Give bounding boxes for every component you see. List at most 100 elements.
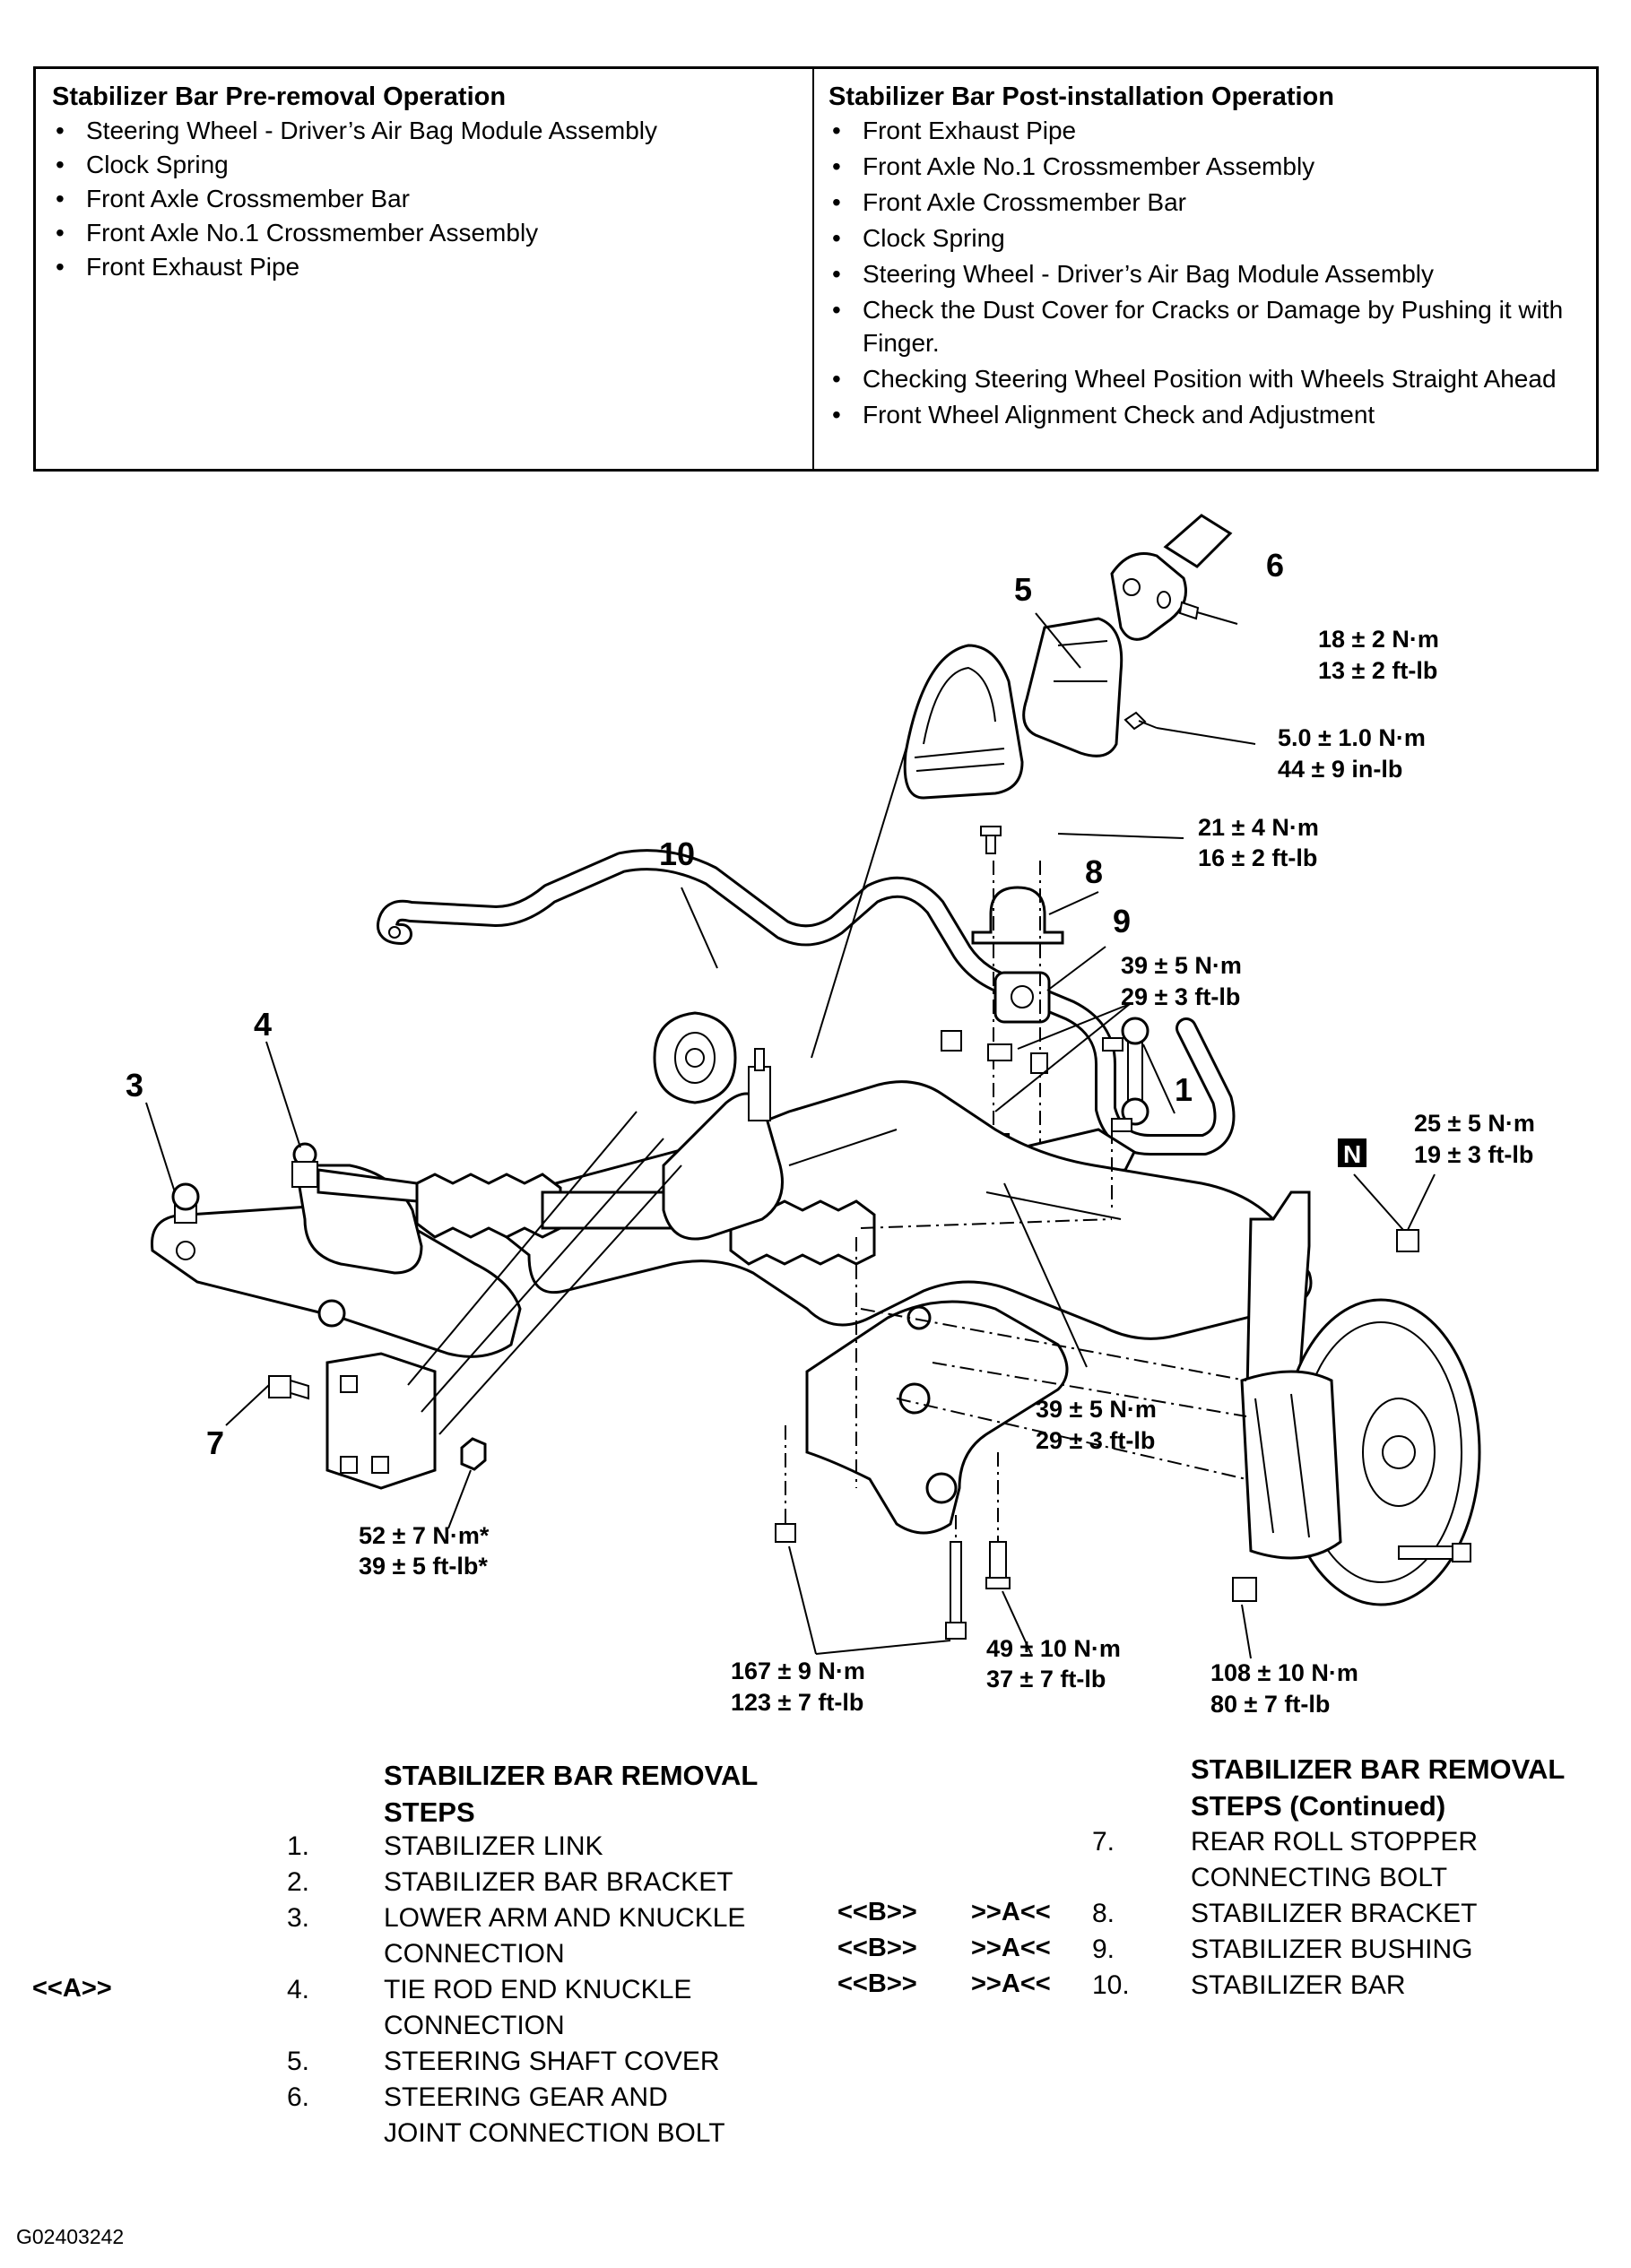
torque-1-nm: 39 ± 5 N·m <box>1036 1396 1157 1423</box>
bolt <box>987 1043 1012 1061</box>
callout-9: 9 <box>1113 903 1131 939</box>
list-item: Clock Spring <box>829 221 1580 255</box>
step-number: 2. <box>287 1867 310 1897</box>
steps-continued-heading-line1: STABILIZER BAR REMOVAL <box>1191 1753 1566 1785</box>
roll-stopper-bracket <box>268 1111 682 1490</box>
reference-install-a: >>A<< <box>971 1969 1051 1998</box>
callout-8: 8 <box>1085 853 1103 890</box>
torque-7-ftlb: 39 ± 5 ft-lb* <box>359 1553 488 1580</box>
reference-b: <<B>> <box>837 1934 917 1962</box>
post-installation-title: Stabilizer Bar Post-installation Operati… <box>829 82 1334 111</box>
non-reusable-mark <box>1338 1138 1366 1167</box>
step-label: STEERING SHAFT COVER <box>384 2047 720 2076</box>
torque-n-nm: 25 ± 5 N·m <box>1414 1110 1535 1137</box>
step-number: 4. <box>287 1975 310 2004</box>
callout-7: 7 <box>206 1424 224 1461</box>
steering-gear-rack <box>415 1048 876 1266</box>
step-number: 8. <box>1092 1899 1115 1928</box>
reference-a: <<A>> <box>32 1974 112 2003</box>
step-number: 10. <box>1092 1970 1130 2000</box>
figure-id: G02403242 <box>16 2225 125 2248</box>
list-item: Front Exhaust Pipe <box>829 114 1580 147</box>
step-label: CONNECTION <box>384 1939 565 1969</box>
reference-install-a: >>A<< <box>971 1898 1051 1926</box>
callout-5: 5 <box>1014 571 1032 608</box>
torque-9-nm: 39 ± 5 N·m <box>1121 952 1242 979</box>
torque-6-ftlb: 13 ± 2 ft-lb <box>1318 657 1437 684</box>
stabilizer-bar <box>377 849 1236 1156</box>
step-label: STABILIZER LINK <box>384 1831 603 1861</box>
steps-heading-line1: STABILIZER BAR REMOVAL <box>384 1760 759 1791</box>
step-label: LOWER ARM AND KNUCKLE <box>384 1903 746 1933</box>
step-label: STEERING GEAR AND <box>384 2082 668 2112</box>
step-label: STABILIZER BRACKET <box>1191 1899 1478 1928</box>
step-label: TIE ROD END KNUCKLE <box>384 1975 692 2004</box>
steps-heading: STABILIZER BAR REMOVAL STEPS <box>384 1757 758 1831</box>
step-label: CONNECTING BOLT <box>1191 1863 1448 1892</box>
stabilizer-bracket <box>971 826 1064 945</box>
torque-7-nm: 52 ± 7 N·m* <box>359 1522 490 1549</box>
nut <box>941 1030 962 1052</box>
steps-continued-heading-line2: STEPS (Continued) <box>1191 1790 1446 1822</box>
torque-9-ftlb: 29 ± 3 ft-lb <box>1121 983 1240 1010</box>
reference-install-a: >>A<< <box>971 1934 1051 1962</box>
torque-n-ftlb: 19 ± 3 ft-lb <box>1414 1141 1533 1168</box>
list-item: Checking Steering Wheel Position with Wh… <box>829 362 1580 395</box>
step-number: 6. <box>287 2082 310 2112</box>
stabilizer-bushing <box>993 971 1051 1024</box>
bolt-6 <box>1157 591 1238 625</box>
list-item: Steering Wheel - Driver’s Air Bag Module… <box>829 257 1580 290</box>
non-reusable-label: N <box>1343 1140 1361 1168</box>
callout-10: 10 <box>659 835 695 872</box>
torque-6-nm: 18 ± 2 N·m <box>1318 626 1439 653</box>
list-item: Front Axle Crossmember Bar <box>52 182 796 215</box>
list-item: Front Exhaust Pipe <box>52 250 796 283</box>
list-item: Front Axle Crossmember Bar <box>829 186 1580 219</box>
torque-knuckle-nm: 108 ± 10 N·m <box>1210 1659 1358 1686</box>
list-item: Clock Spring <box>52 148 796 181</box>
step-label: STABILIZER BAR BRACKET <box>384 1867 733 1897</box>
steps-heading-line2: STEPS <box>384 1796 475 1828</box>
step-number: 7. <box>1092 1827 1115 1857</box>
knuckle-brake-assembly <box>1232 1190 1481 1606</box>
callout-4: 4 <box>254 1006 272 1043</box>
operations-table: Stabilizer Bar Pre-removal Operation Ste… <box>33 66 1599 472</box>
step-label: REAR ROLL STOPPER <box>1191 1827 1479 1857</box>
step-number: 3. <box>287 1903 310 1933</box>
lower-arm-right <box>805 1300 1069 1535</box>
step-label: STABILIZER BAR <box>1191 1970 1406 2000</box>
pre-removal-column: Stabilizer Bar Pre-removal Operation Ste… <box>36 69 814 469</box>
torque-5-inlb: 44 ± 9 in-lb <box>1278 756 1402 783</box>
pre-removal-title: Stabilizer Bar Pre-removal Operation <box>52 82 507 111</box>
step-number: 5. <box>287 2047 310 2076</box>
torque-knuckle-ftlb: 80 ± 7 ft-lb <box>1210 1691 1330 1718</box>
bolt-5 <box>1123 711 1158 731</box>
torque-8-nm: 21 ± 4 N·m <box>1198 814 1319 841</box>
stabilizer-link <box>1102 1017 1150 1132</box>
torque-mid-nm: 49 ± 10 N·m <box>986 1635 1121 1662</box>
list-item: Front Axle No.1 Crossmember Assembly <box>829 150 1580 183</box>
callout-3: 3 <box>126 1067 143 1104</box>
torque-mid-ftlb: 37 ± 7 ft-lb <box>986 1666 1106 1692</box>
torque-5-nm: 5.0 ± 1.0 N·m <box>1278 724 1426 751</box>
post-installation-list: Front Exhaust Pipe Front Axle No.1 Cross… <box>829 114 1580 431</box>
list-item: Steering Wheel - Driver’s Air Bag Module… <box>52 114 796 147</box>
pre-removal-list: Steering Wheel - Driver’s Air Bag Module… <box>52 114 796 283</box>
torque-1-ftlb: 29 ± 3 ft-lb <box>1036 1427 1155 1454</box>
exploded-diagram: 5 6 10 8 9 4 3 1 7 N 18 ± 2 N·m 13 ± 2 f… <box>0 484 1631 1739</box>
steering-shaft <box>1062 514 1233 718</box>
list-item: Front Axle No.1 Crossmember Assembly <box>52 216 796 249</box>
step-label: CONNECTION <box>384 2011 565 2040</box>
torque-8-ftlb: 16 ± 2 ft-lb <box>1198 844 1317 871</box>
post-installation-column: Stabilizer Bar Post-installation Operati… <box>814 69 1596 469</box>
torque-lower-arm-nm: 167 ± 9 N·m <box>731 1658 865 1684</box>
list-item: Front Wheel Alignment Check and Adjustme… <box>829 398 1580 431</box>
roll-stopper <box>653 1011 737 1104</box>
callout-1: 1 <box>1175 1071 1193 1108</box>
torque-lower-arm-ftlb: 123 ± 7 ft-lb <box>731 1689 863 1716</box>
bolt <box>1030 1052 1048 1074</box>
steps-continued-heading: STABILIZER BAR REMOVAL STEPS (Continued) <box>1191 1751 1565 1824</box>
step-number: 1. <box>287 1831 310 1861</box>
step-number: 9. <box>1092 1935 1115 1964</box>
steering-shaft-cover <box>903 617 1123 800</box>
